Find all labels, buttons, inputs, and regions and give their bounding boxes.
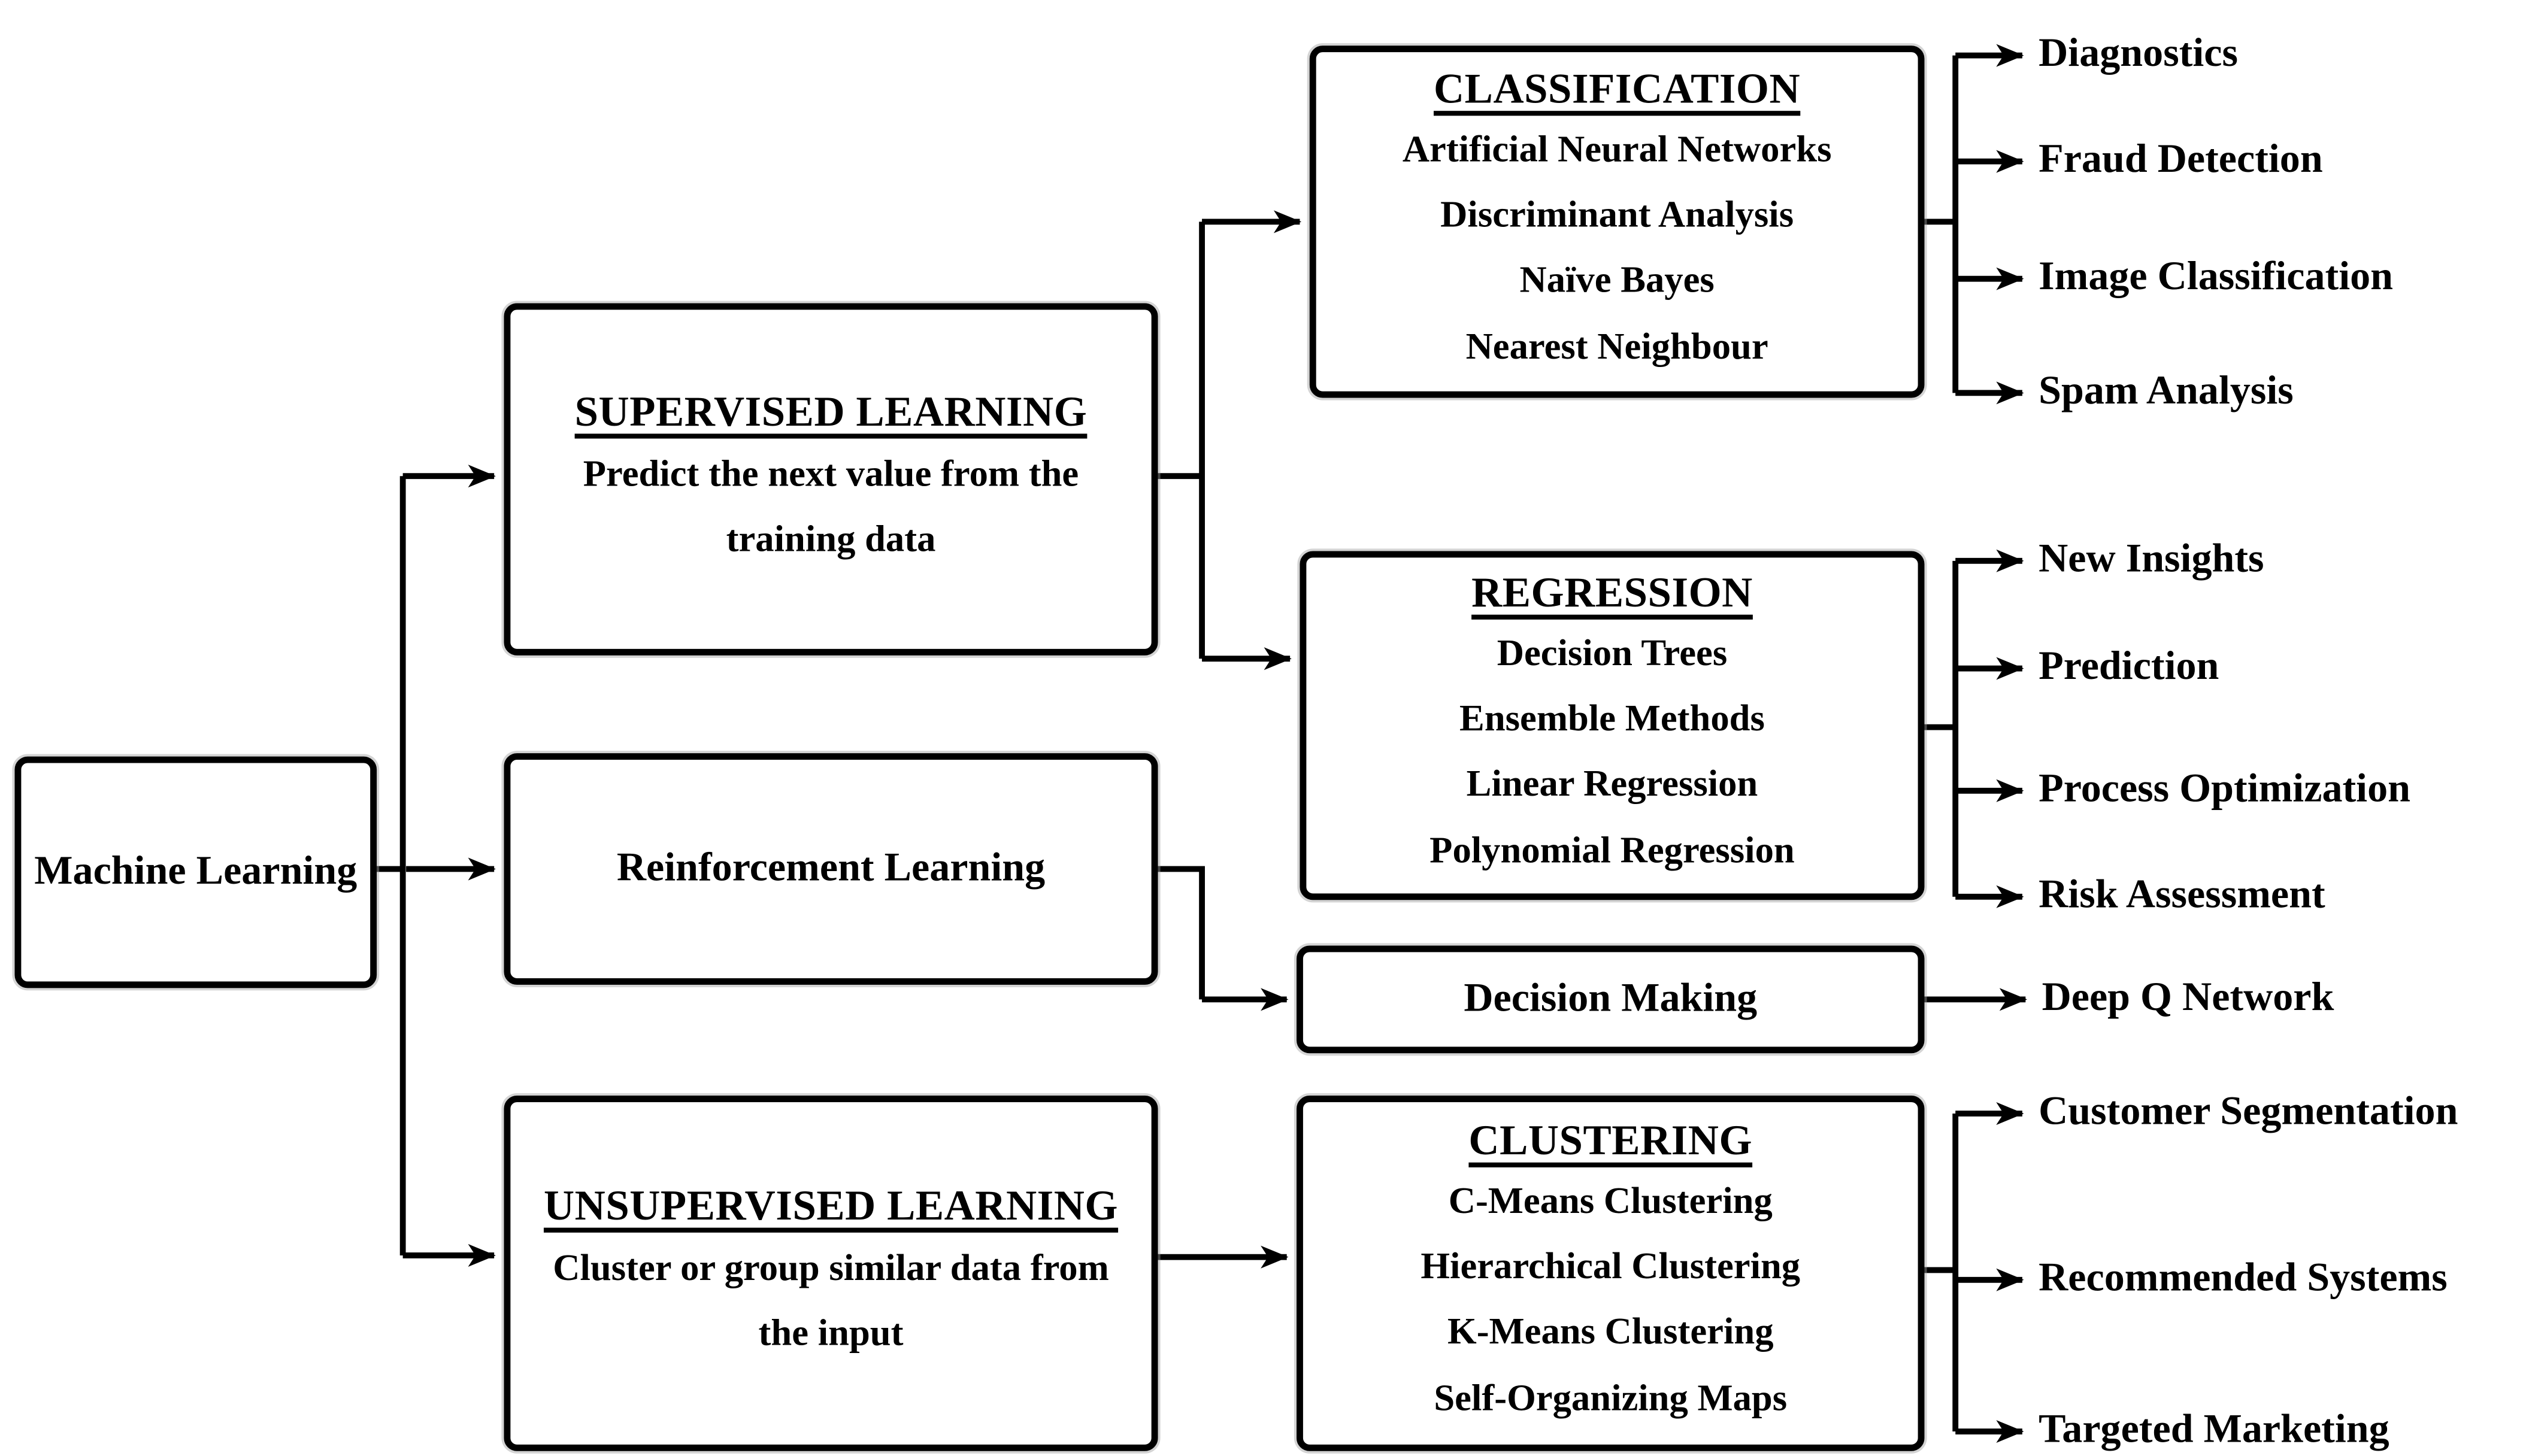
supervised-learning-subtitle: Predict the next value from the training… (583, 453, 1079, 560)
classification-title: CLASSIFICATION (1433, 65, 1801, 113)
unsupervised-learning-subtitle: Cluster or group similar data from the i… (553, 1247, 1109, 1354)
app-label-deep-q-network: Deep Q Network (2042, 975, 2334, 1020)
reinforcement-learning-title: Reinforcement Learning (616, 847, 1046, 891)
app-label-prediction: Prediction (2039, 644, 2219, 689)
regression-app-lines (1924, 549, 2024, 908)
classification-method: Discriminant Analysis (1440, 194, 1794, 235)
node-decision-making: Decision Making (1297, 945, 1925, 1054)
node-reinforcement-learning: Reinforcement Learning (504, 753, 1158, 985)
clustering-app-lines (1924, 1102, 2024, 1443)
ml-branch-lines (377, 465, 496, 1267)
clustering-method: Self-Organizing Maps (1434, 1376, 1788, 1418)
classification-method: Naïve Bayes (1519, 259, 1715, 301)
unsupervised-learning-title: UNSUPERVISED LEARNING (543, 1181, 1119, 1229)
app-label-process-optimization: Process Optimization (2039, 767, 2410, 811)
app-label-targeted-marketing: Targeted Marketing (2039, 1408, 2389, 1452)
app-label-recommended-systems: Recommended Systems (2039, 1256, 2448, 1300)
classification-method: Nearest Neighbour (1465, 325, 1768, 366)
reinforcement-exit-line (1158, 866, 1205, 1000)
supervised-learning-title: SUPERVISED LEARNING (574, 387, 1088, 435)
regression-method: Linear Regression (1466, 763, 1758, 805)
app-label-fraud-detection: Fraud Detection (2039, 137, 2323, 182)
reinforcement-branch-lines (1158, 866, 1289, 1011)
node-supervised-learning: SUPERVISED LEARNING Predict the next val… (504, 303, 1158, 656)
node-classification: CLASSIFICATION Artificial Neural Network… (1309, 46, 1925, 398)
regression-method: Decision Trees (1497, 632, 1728, 674)
app-label-risk-assessment: Risk Assessment (2039, 873, 2325, 917)
app-label-diagnostics: Diagnostics (2039, 31, 2239, 76)
clustering-method: C-Means Clustering (1448, 1179, 1773, 1221)
app-label-image-classification: Image Classification (2039, 255, 2394, 299)
clustering-method: Hierarchical Clustering (1420, 1245, 1801, 1287)
regression-method: Polynomial Regression (1429, 829, 1795, 870)
decision-making-title: Decision Making (1464, 977, 1758, 1021)
classification-method: Artificial Neural Networks (1402, 128, 1832, 169)
node-clustering: CLUSTERING C-Means Clustering Hierarchic… (1297, 1096, 1925, 1451)
regression-method: Ensemble Methods (1459, 697, 1765, 739)
node-regression: REGRESSION Decision Trees Ensemble Metho… (1300, 551, 1925, 900)
clustering-title: CLUSTERING (1468, 1117, 1753, 1165)
node-machine-learning: Machine Learning (14, 756, 377, 988)
app-label-new-insights: New Insights (2039, 537, 2264, 581)
app-label-customer-segmentation: Customer Segmentation (2039, 1090, 2458, 1134)
machine-learning-label: Machine Learning (34, 849, 358, 894)
node-unsupervised-learning: UNSUPERVISED LEARNING Cluster or group s… (504, 1096, 1158, 1451)
clustering-method: K-Means Clustering (1447, 1311, 1774, 1352)
app-label-spam-analysis: Spam Analysis (2039, 369, 2294, 414)
supervised-branch-lines (1158, 210, 1302, 671)
classification-app-lines (1924, 44, 2024, 405)
regression-title: REGRESSION (1471, 569, 1753, 617)
